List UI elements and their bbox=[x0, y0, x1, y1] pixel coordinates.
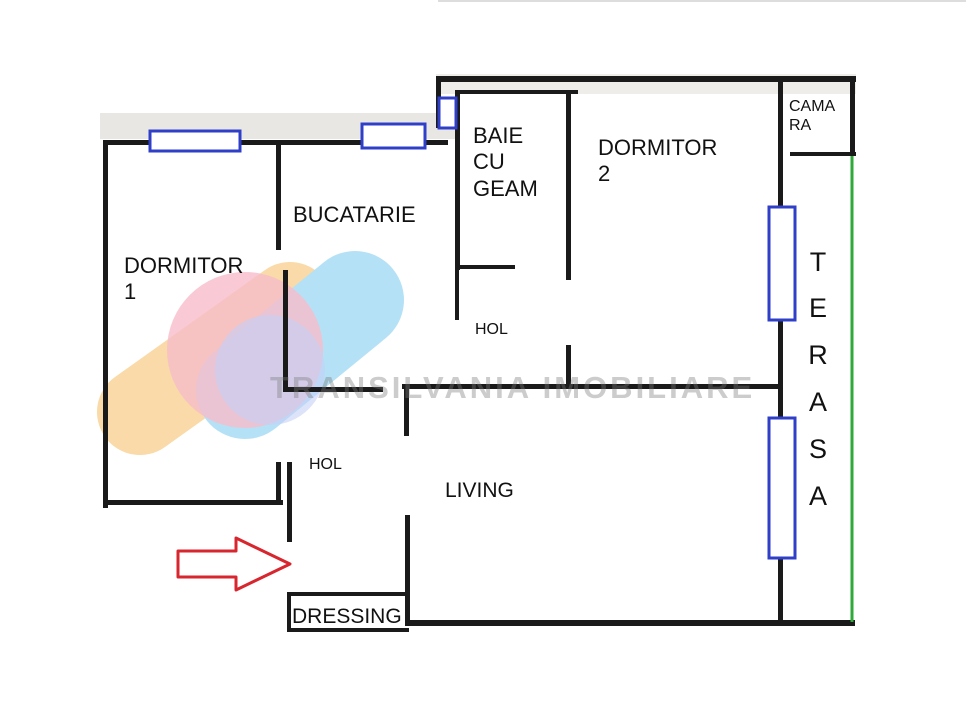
window-bucatarie bbox=[360, 122, 427, 150]
terasa-letter: A bbox=[808, 387, 827, 417]
window-dormitor2 bbox=[767, 205, 797, 322]
room-label-dressing: DRESSING bbox=[292, 605, 402, 628]
terasa-letter: R bbox=[808, 340, 828, 370]
room-label-bucatarie: BUCATARIE bbox=[293, 202, 416, 227]
terasa-letter: T bbox=[809, 247, 827, 277]
window-dormitor1 bbox=[148, 129, 242, 153]
windows bbox=[148, 96, 797, 560]
terasa-letter: S bbox=[808, 434, 827, 464]
room-label-hol-bottom: HOL bbox=[309, 456, 342, 473]
room-label-hol-top: HOL bbox=[475, 321, 508, 338]
window-baie bbox=[437, 96, 458, 130]
room-label-living: LIVING bbox=[445, 479, 514, 502]
watermark-text: TRANSILVANIA IMOBILIARE bbox=[270, 370, 756, 405]
room-label-dormitor-1: DORMITOR 1 bbox=[124, 253, 244, 305]
room-label-baie: BAIE CU GEAM bbox=[473, 123, 538, 201]
terasa-letter: E bbox=[808, 293, 827, 323]
walls bbox=[103, 76, 856, 632]
terasa-letter: A bbox=[808, 481, 827, 511]
room-label-dormitor-2: DORMITOR 2 bbox=[598, 135, 718, 187]
room-label-camara: CAMA RA bbox=[789, 98, 836, 135]
right-arrow-icon bbox=[176, 536, 292, 592]
window-living bbox=[767, 416, 797, 560]
